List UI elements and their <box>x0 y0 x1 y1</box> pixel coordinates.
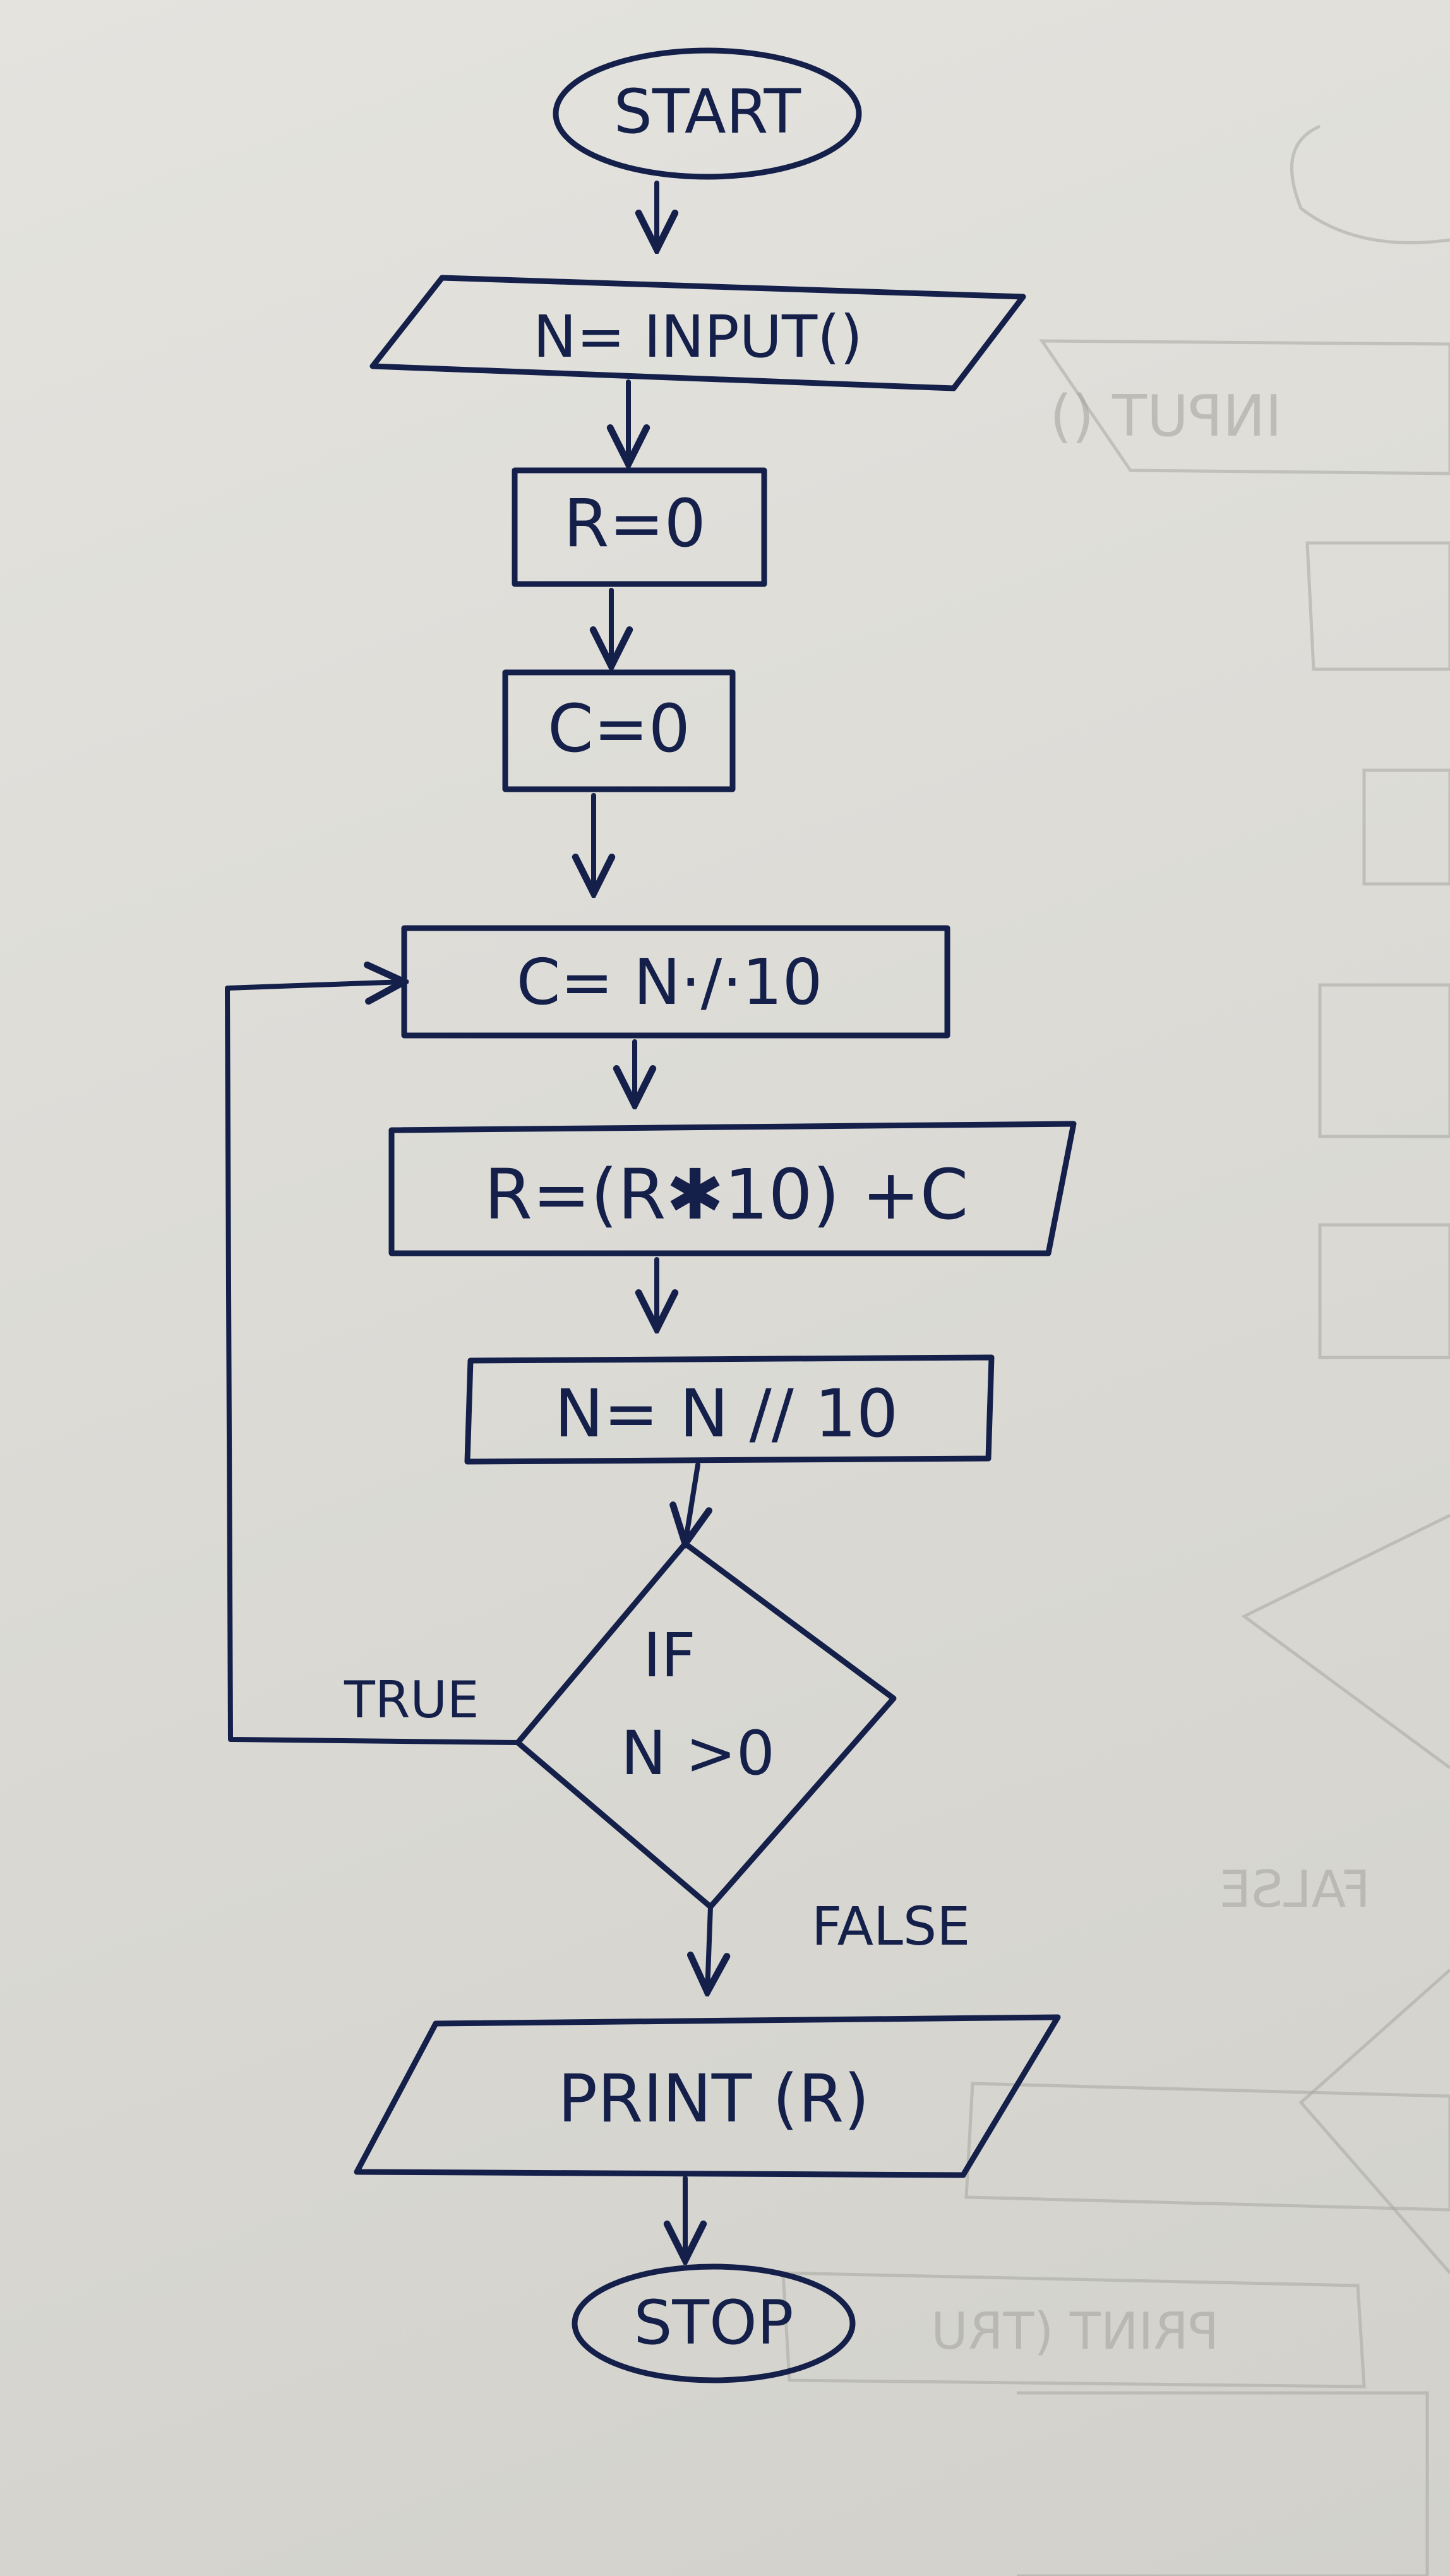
decision-diamond: IF N >0 <box>515 1541 897 1910</box>
svg-text:INPUT (): INPUT () <box>1050 383 1282 450</box>
true-edge-label: TRUE <box>344 1671 479 1729</box>
decision-line2: N >0 <box>621 1718 775 1789</box>
divide-process: N= N // 10 <box>464 1354 995 1465</box>
input-label: N= INPUT() <box>533 303 863 371</box>
false-edge-label: FALSE <box>812 1895 970 1957</box>
mod-process: C= N·/·10 <box>401 925 950 1039</box>
mod-label: C= N·/·10 <box>517 945 823 1019</box>
accumulate-label: R=(R✱10) +C <box>484 1154 969 1235</box>
connectors <box>225 181 710 2260</box>
accumulate-process: R=(R✱10) +C <box>388 1121 1077 1256</box>
print-label: PRINT (R) <box>558 2060 869 2137</box>
stop-terminal: STOP <box>572 2263 856 2383</box>
init-c-process: C=0 <box>502 669 736 792</box>
input-parallelogram: N= INPUT() <box>369 275 1026 391</box>
decision-line1: IF <box>643 1620 696 1691</box>
stop-label: STOP <box>633 2287 793 2358</box>
start-terminal: START <box>553 47 862 180</box>
edge-decision-true-loop <box>225 982 520 1745</box>
svg-text:FALSE: FALSE <box>1219 1860 1370 1919</box>
start-label: START <box>614 76 801 147</box>
bleed-through-ghost: INPUT () FALSE PRINT (TRU <box>781 124 1450 2576</box>
edge-divide-to-decision <box>685 1462 698 1544</box>
edge-decision-false-to-print <box>707 1904 710 1992</box>
divide-label: N= N // 10 <box>554 1375 898 1452</box>
svg-text:PRINT (TRU: PRINT (TRU <box>931 2302 1219 2361</box>
print-parallelogram: PRINT (R) <box>354 2014 1061 2178</box>
init-r-label: R=0 <box>563 485 706 562</box>
init-c-label: C=0 <box>548 690 690 767</box>
init-r-process: R=0 <box>512 467 767 587</box>
